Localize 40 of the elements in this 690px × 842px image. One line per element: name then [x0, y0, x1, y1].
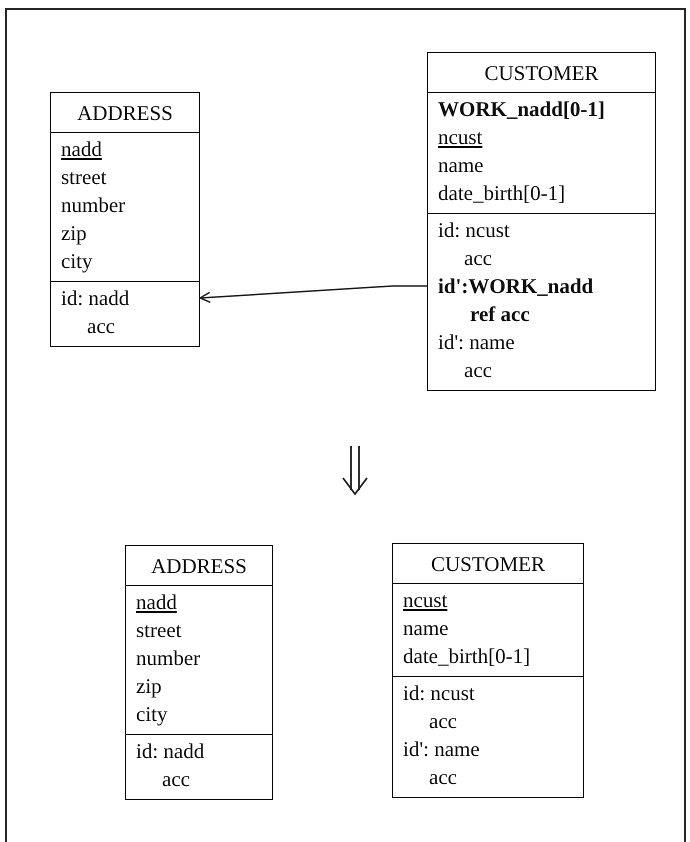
identifier-text: acc [87, 313, 115, 340]
attribute-text: name [438, 152, 484, 179]
identifier-text: id: ncust [438, 217, 510, 244]
entity-name: CUSTOMER [484, 60, 600, 87]
attribute-text: name [403, 615, 448, 642]
attribute-text: street [136, 617, 182, 644]
identifier-text: acc [429, 708, 457, 735]
entity-name: ADDRESS [76, 100, 174, 127]
identifier-text: id': name [438, 329, 515, 356]
identifier-text: acc [429, 764, 457, 791]
identifier-text: id: ncust [403, 680, 475, 707]
attribute-text: zip [61, 220, 87, 247]
attribute-text: city [61, 248, 92, 275]
attribute-text: date_birth[0-1] [438, 180, 566, 207]
attribute-text: nadd [61, 136, 102, 163]
entity-box [427, 52, 656, 391]
identifier-text: acc [464, 357, 492, 384]
identifier-text: id: nadd [136, 738, 204, 765]
identifier-text: id':WORK_nadd [438, 273, 594, 300]
entity-box [50, 92, 200, 347]
attribute-text: WORK_nadd[0-1] [438, 96, 605, 123]
attribute-text: number [61, 192, 126, 219]
identifier-text: id: nadd [61, 285, 130, 312]
attribute-text: ncust [438, 124, 482, 151]
identifier-text: id': name [403, 736, 480, 763]
attribute-text: street [61, 164, 106, 191]
identifier-text: acc [464, 245, 492, 272]
attribute-text: ncust [403, 587, 448, 614]
identifier-text: ref acc [470, 301, 530, 328]
attribute-text: nadd [136, 589, 177, 616]
entity-name: CUSTOMER [430, 551, 546, 578]
identifier-text: acc [162, 766, 190, 793]
attribute-text: number [136, 645, 200, 672]
attribute-text: date_birth[0-1] [403, 643, 530, 670]
entity-name: ADDRESS [150, 553, 248, 580]
attribute-text: zip [136, 673, 162, 700]
entity-box [392, 543, 584, 798]
reference-arrow [199, 285, 427, 304]
attribute-text: city [136, 701, 168, 728]
entity-box [125, 545, 273, 800]
